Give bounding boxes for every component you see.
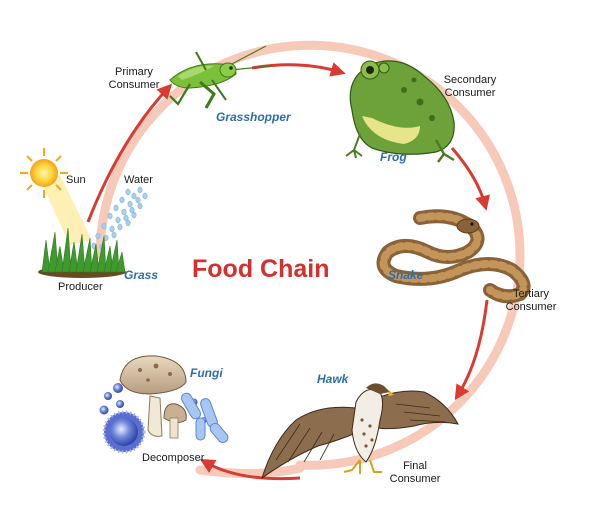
- grass-icon: [38, 227, 126, 278]
- grasshopper-icon: [169, 45, 273, 109]
- final-role-line2: Consumer: [389, 473, 441, 485]
- primary-role-line2: Consumer: [108, 79, 160, 91]
- primary-consumer-label: Primary Consumer: [104, 66, 164, 92]
- grass-label: Grass: [124, 268, 159, 282]
- final-consumer-label: Final Consumer: [384, 460, 446, 486]
- cycle-ring-bottom: [195, 463, 305, 479]
- hawk-icon: [261, 383, 459, 480]
- arrow-grass-to-grasshopper: [86, 83, 173, 223]
- grasshopper-label: Grasshopper: [216, 110, 291, 124]
- snake-label: Snake: [388, 268, 424, 282]
- frog-icon: [345, 60, 455, 163]
- tertiary-role-line2: Consumer: [505, 301, 557, 313]
- sun-label: Sun: [66, 174, 86, 186]
- producer-label: Producer: [58, 281, 103, 293]
- water-icon: [91, 186, 148, 251]
- fungi-icon: [99, 355, 229, 454]
- secondary-consumer-label: Secondary Consumer: [434, 74, 506, 100]
- snake-icon: [376, 209, 531, 304]
- tertiary-role-line1: Tertiary: [512, 288, 550, 300]
- primary-role-line1: Primary: [115, 66, 153, 78]
- final-role-line1: Final: [403, 460, 427, 472]
- frog-label: Frog: [380, 150, 407, 164]
- secondary-role-line1: Secondary: [443, 74, 497, 86]
- water-label: Water: [124, 174, 153, 186]
- arrow-frog-to-snake: [450, 147, 490, 211]
- spore-ball-icon: [102, 410, 146, 454]
- secondary-role-line2: Consumer: [444, 87, 496, 99]
- diagram-title: Food Chain: [192, 255, 330, 283]
- decomposer-label: Decomposer: [142, 452, 205, 464]
- sun-icon: [20, 148, 92, 245]
- fungi-label: Fungi: [190, 366, 223, 380]
- arrow-snake-to-hawk: [454, 299, 489, 401]
- tertiary-consumer-label: Tertiary Consumer: [500, 288, 562, 314]
- hawk-label: Hawk: [317, 372, 349, 386]
- arrow-grasshopper-to-frog: [251, 62, 346, 77]
- arrow-hawk-to-fungi: [199, 459, 301, 481]
